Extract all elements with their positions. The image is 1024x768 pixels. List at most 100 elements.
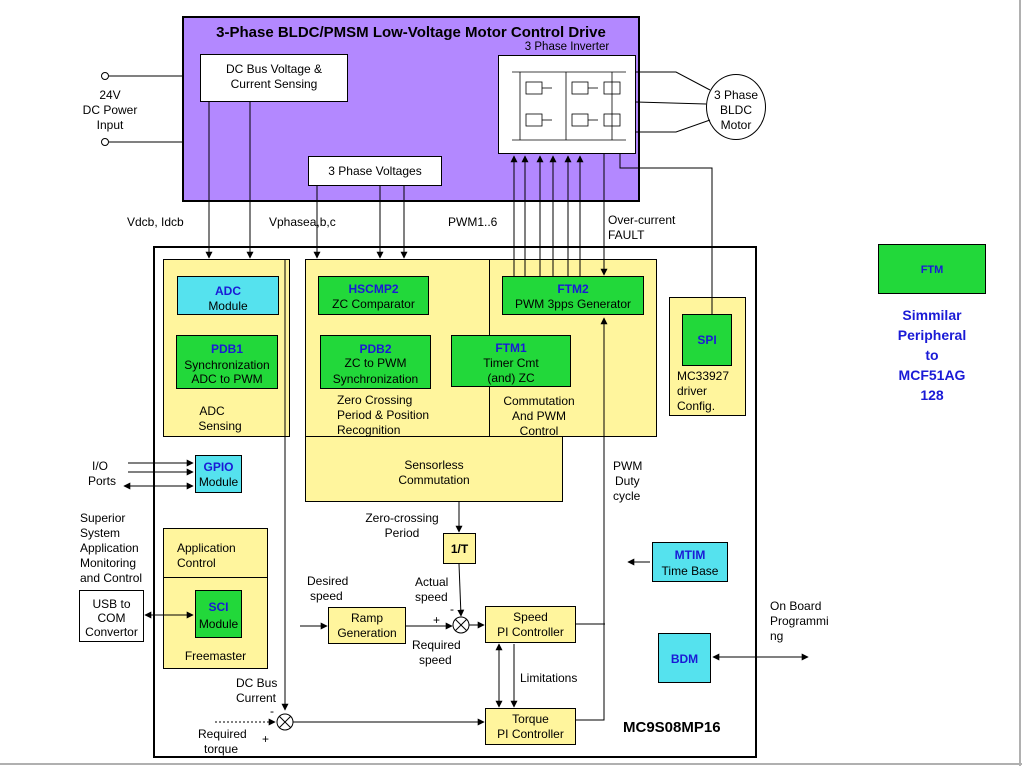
- speed-pi-controller-box: [485, 606, 576, 643]
- gpio-sub: Module: [198, 475, 239, 489]
- motor-circle: [706, 74, 766, 140]
- legend-line4: MCF51AG: [898, 367, 966, 383]
- inverter-box: [498, 55, 636, 154]
- actual-speed-minus: -: [450, 602, 454, 616]
- pwm-duty-1: PWM: [613, 459, 643, 473]
- motor-line3: Motor: [720, 118, 752, 132]
- pdb2-box: [320, 335, 431, 389]
- dc-bus-sensing-line1: DC Bus Voltage &: [225, 62, 323, 76]
- power-input-line3: Input: [96, 118, 124, 132]
- sci-sub: Module: [198, 617, 239, 631]
- required-torque-1: Required: [198, 727, 247, 741]
- hscmp2-box: [318, 276, 429, 315]
- dc-bus-current-1: DC Bus: [236, 676, 278, 690]
- actual-speed-1: Actual: [415, 575, 449, 589]
- adc-sub: Module: [208, 299, 248, 313]
- spi-box: [682, 314, 732, 366]
- io-ports-label-1: I/O: [92, 459, 109, 473]
- zc-caption-3: Recognition: [337, 423, 401, 437]
- zc-caption-1: Zero Crossing: [337, 393, 413, 407]
- required-torque-plus: +: [262, 732, 270, 746]
- vphase-label: Vphasea,b,c: [269, 215, 336, 229]
- adc-sensing-caption-1: ADC: [199, 404, 225, 418]
- zero-crossing-period-2: Period: [384, 526, 420, 540]
- bdm-box: [658, 633, 711, 683]
- sensorless-line1: Sensorless: [404, 458, 464, 472]
- comm-caption-2: And PWM: [511, 409, 566, 423]
- app-control-line1: Application: [177, 541, 236, 555]
- sci-name: SCI: [208, 600, 229, 614]
- power-terminal-top: [101, 72, 109, 80]
- motor-line2: BLDC: [719, 103, 752, 117]
- inverse-t-box: [443, 533, 476, 564]
- pwm-signals-label: PWM1..6: [448, 215, 498, 229]
- ramp-line1: Ramp: [350, 611, 383, 625]
- dc-bus-current-minus: -: [270, 704, 274, 718]
- pdb2-name: PDB2: [359, 342, 392, 356]
- comm-caption-3: Control: [519, 424, 559, 438]
- superior-line1: Superior: [80, 511, 126, 525]
- app-control-line2: Control: [177, 556, 216, 570]
- zc-caption-2: Period & Position: [337, 408, 430, 422]
- motor-line1: 3 Phase: [713, 88, 759, 102]
- ftm1-box: [451, 335, 571, 387]
- adc-sensing-caption-2: Sensing: [198, 419, 242, 433]
- onboard-line2: Programmi: [770, 614, 829, 628]
- ftm1-line1: Timer Cmt: [483, 356, 539, 370]
- dc-bus-sensing-line2: Current Sensing: [230, 77, 318, 91]
- pdb2-line1: ZC to PWM: [344, 356, 407, 370]
- hscmp2-sub: ZC Comparator: [332, 297, 415, 311]
- power-input-line2: DC Power: [82, 103, 138, 117]
- pdb1-line1: Synchronization: [184, 358, 270, 372]
- sensorless-line2: Commutation: [398, 473, 470, 487]
- legend-ftm-box: [878, 244, 986, 294]
- speed-pi-line2: PI Controller: [497, 625, 564, 639]
- usb-com-convertor-box: [79, 590, 144, 642]
- ramp-line2: Generation: [337, 626, 397, 640]
- spi-name: SPI: [697, 333, 717, 347]
- legend-ftm-label: FTM: [920, 264, 944, 276]
- onboard-line3: ng: [770, 629, 784, 643]
- ftm2-sub: PWM 3pps Generator: [514, 297, 632, 311]
- adc-module-box: [177, 276, 279, 315]
- pdb2-line2: Synchronization: [332, 372, 419, 386]
- power-terminal-bottom: [101, 138, 109, 146]
- mtim-box: [652, 542, 728, 582]
- adc-name: ADC: [215, 284, 241, 298]
- pdb1-line2: ADC to PWM: [191, 372, 263, 386]
- sensorless-commutation-box: [305, 436, 563, 502]
- phase-voltages-label: 3 Phase Voltages: [328, 164, 422, 178]
- usb-line3: Convertor: [85, 625, 138, 639]
- freemaster-caption: Freemaster: [184, 649, 247, 663]
- gpio-module-box: [195, 455, 242, 493]
- ftm2-name: FTM2: [557, 282, 589, 296]
- drive-title: 3-Phase BLDC/PMSM Low-Voltage Motor Cont…: [216, 24, 606, 41]
- inverter-title: 3 Phase Inverter: [524, 41, 610, 53]
- hscmp2-name: HSCMP2: [348, 282, 399, 296]
- pwm-duty-3: cycle: [613, 489, 641, 503]
- usb-line2: COM: [97, 611, 126, 625]
- comm-caption-1: Commutation: [503, 394, 575, 408]
- superior-line5: and Control: [80, 571, 143, 585]
- power-input-line1: 24V: [99, 88, 121, 102]
- zero-crossing-period-1: Zero-crossing: [365, 511, 439, 525]
- superior-line3: Application: [80, 541, 139, 555]
- ramp-generation-box: [328, 607, 406, 644]
- dc-bus-sensing-box: [200, 54, 348, 102]
- required-torque-2: torque: [204, 742, 239, 756]
- superior-line4: Monitoring: [80, 556, 137, 570]
- pdb1-box: [176, 335, 278, 389]
- mcu-name: MC9S08MP16: [623, 719, 721, 736]
- gpio-name: GPIO: [203, 460, 234, 474]
- spi-caption-1: MC33927: [677, 369, 730, 383]
- mcu-block: [153, 246, 757, 758]
- legend-line5: 128: [920, 387, 944, 403]
- sci-module-box: [195, 590, 242, 638]
- io-ports-label-2: Ports: [88, 474, 117, 488]
- ftm1-name: FTM1: [495, 341, 527, 355]
- legend-line3: to: [925, 347, 939, 363]
- torque-pi-controller-box: [485, 708, 576, 745]
- actual-speed-2: speed: [415, 590, 448, 604]
- desired-speed-2: speed: [310, 589, 343, 603]
